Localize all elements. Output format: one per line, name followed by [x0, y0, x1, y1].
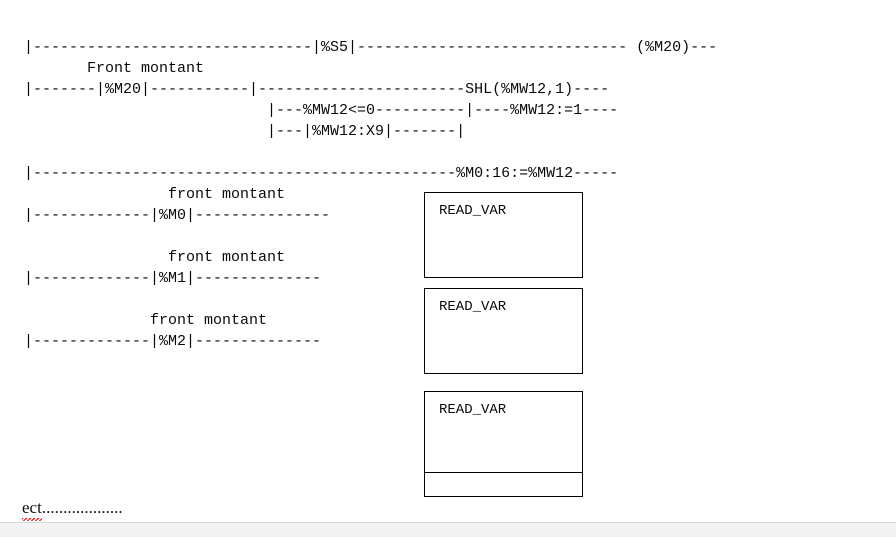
ladder-line: front montant [24, 312, 268, 329]
ladder-code-block: |-------------------------------|%S5|---… [24, 37, 717, 352]
ladder-line: |-------------------------------|%S5|---… [24, 39, 718, 56]
function-block-title: READ_VAR [439, 402, 507, 418]
ladder-line: |---|%MW12:X9|-------| [24, 123, 466, 140]
ladder-line: Front montant [24, 60, 205, 77]
ladder-line: |---------------------------------------… [24, 165, 619, 182]
ladder-line-blank [24, 142, 717, 163]
function-block-divider [425, 472, 582, 473]
note-ellipsis: ................... [41, 498, 123, 517]
ladder-line: |-------------|%M0|--------------- [24, 207, 331, 224]
trailing-note: ect................... [22, 498, 123, 521]
page-bottom-edge [0, 522, 896, 537]
function-block-title: READ_VAR [439, 299, 507, 315]
ladder-line-blank [24, 226, 717, 247]
ladder-line: |-------------|%M2|-------------- [24, 333, 322, 350]
ladder-line: |-------------|%M1|-------------- [24, 270, 322, 287]
function-block-title: READ_VAR [439, 203, 507, 219]
function-block-read-var-3[interactable]: READ_VAR [424, 391, 583, 497]
misspelled-word: ect [22, 498, 42, 521]
ladder-line-blank [24, 289, 717, 310]
ladder-line: |---%MW12<=0----------|----%MW12:=1---- [24, 102, 619, 119]
ladder-line: |-------|%M20|-----------|--------------… [24, 81, 610, 98]
ladder-line: front montant [24, 249, 286, 266]
function-block-read-var-2[interactable]: READ_VAR [424, 288, 583, 374]
ladder-line: front montant [24, 186, 286, 203]
function-block-read-var-1[interactable]: READ_VAR [424, 192, 583, 278]
